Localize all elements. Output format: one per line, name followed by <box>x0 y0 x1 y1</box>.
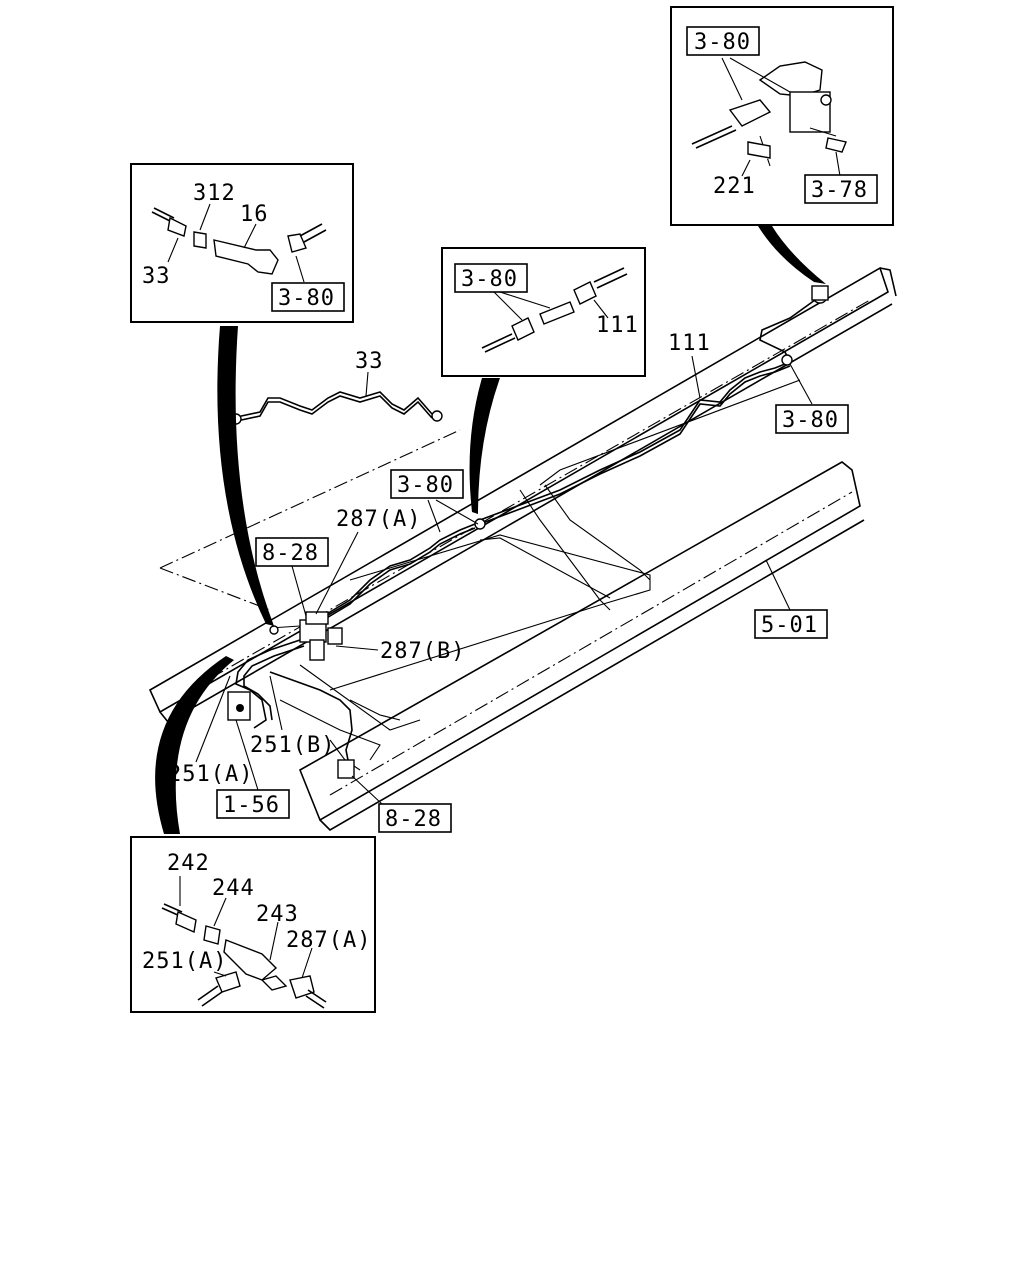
pipe-251-routing <box>227 639 355 779</box>
label-inset-bl-287a: 287(A) <box>286 928 371 953</box>
pipe-111-main <box>479 285 829 525</box>
main-callouts: 33 111 3-80 3-80 287(A) 8-28 287(B) 5-01… <box>168 331 849 833</box>
label-inset-mid-111: 111 <box>596 313 639 338</box>
inset-top-right: 3-80 221 3-78 <box>670 6 894 226</box>
label-main-251b: 251(B) <box>250 733 335 758</box>
label-main-111: 111 <box>668 331 711 356</box>
pipe-33-loose <box>230 391 443 425</box>
label-inset-bl-242: 242 <box>167 851 210 876</box>
label-main-33: 33 <box>355 349 384 374</box>
label-main-251a: 251(A) <box>168 762 253 787</box>
label-main-287b: 287(B) <box>380 639 465 664</box>
label-main-ref-828-bottom: 8-28 <box>385 807 442 832</box>
label-inset-bl-243: 243 <box>256 902 299 927</box>
chassis-frame <box>148 266 897 832</box>
label-main-ref-380-mid: 3-80 <box>397 473 454 498</box>
label-inset-tr-221: 221 <box>713 174 756 199</box>
label-main-ref-156: 1-56 <box>223 793 280 818</box>
label-main-ref-380-right: 3-80 <box>782 408 839 433</box>
label-inset-tr-ref-378: 3-78 <box>811 178 868 203</box>
label-inset-tl-ref: 3-80 <box>278 286 335 311</box>
valve-assembly <box>269 611 343 661</box>
label-inset-tl-312: 312 <box>193 181 236 206</box>
label-inset-mid-ref: 3-80 <box>461 267 518 292</box>
callout-swooshes <box>155 226 826 834</box>
label-main-ref-501: 5-01 <box>761 613 818 638</box>
inset-top-left: 312 16 33 3-80 <box>130 163 354 323</box>
label-inset-tr-ref-top: 3-80 <box>694 30 751 55</box>
label-main-287a: 287(A) <box>336 507 421 532</box>
inset-bottom-left: 242 244 243 287(A) 251(A) <box>130 836 376 1013</box>
inset-middle: 3-80 111 <box>441 247 646 377</box>
label-inset-bl-244: 244 <box>212 876 255 901</box>
label-main-ref-828-top: 8-28 <box>262 541 319 566</box>
label-inset-tl-16: 16 <box>240 202 269 227</box>
label-inset-tl-33: 33 <box>142 264 171 289</box>
label-inset-bl-251a: 251(A) <box>142 949 227 974</box>
pipe-287a-main <box>319 518 486 623</box>
